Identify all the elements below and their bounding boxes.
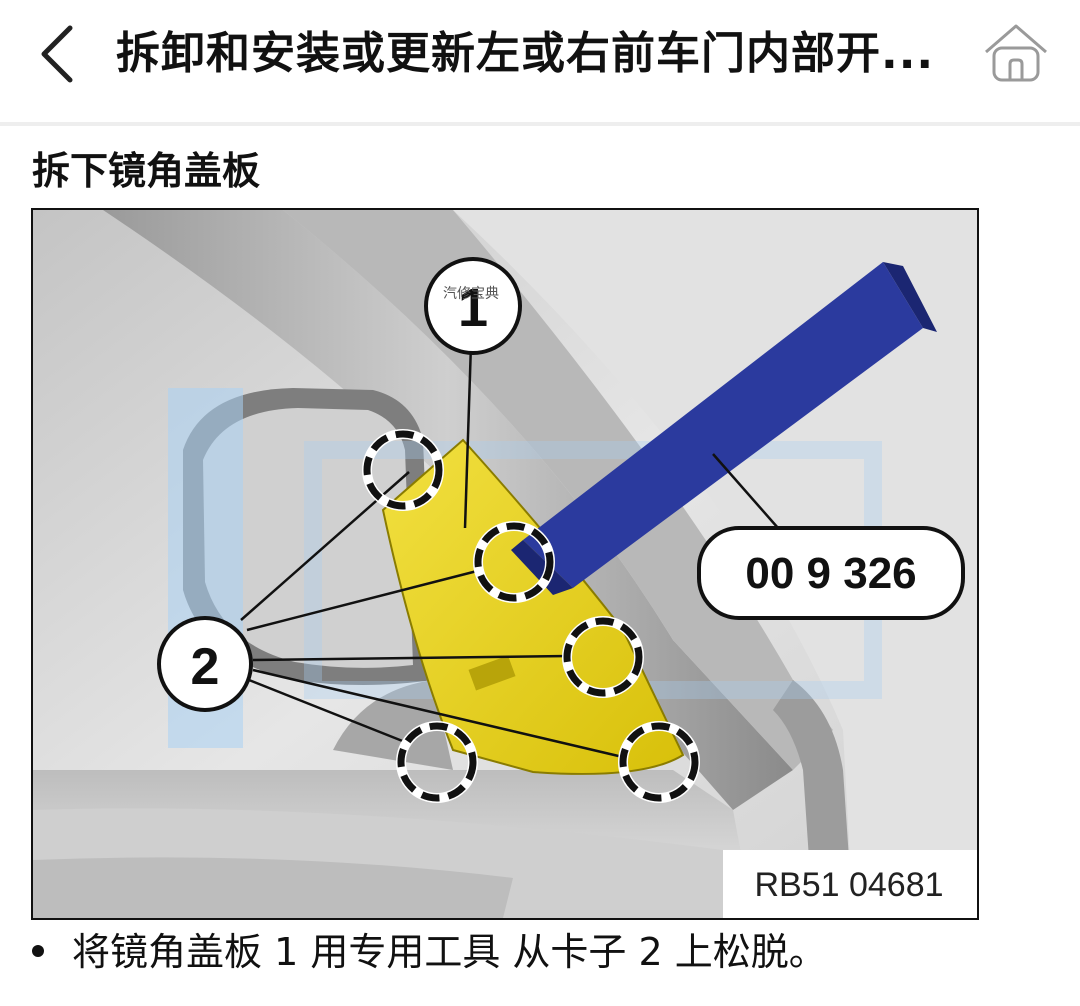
tool-number-label: 00 9 326 [745, 549, 916, 598]
leader-line-clip-e [252, 668, 628, 760]
home-icon [985, 24, 1047, 82]
leader-line-clip-d [248, 678, 406, 744]
mirror-glass [203, 408, 413, 668]
callout-2-circle [157, 616, 253, 712]
watermark-text: 汽修宝典 [443, 286, 499, 302]
special-tool-tip [511, 540, 573, 595]
tool-number-box [697, 526, 965, 620]
special-tool-edge [883, 262, 937, 332]
page-title: 拆卸和安装或更新左或右前车门内部开... [116, 28, 935, 79]
back-button[interactable] [28, 18, 92, 90]
chevron-left-icon [41, 25, 73, 83]
home-button[interactable] [980, 18, 1052, 90]
repair-illustration: 1 汽修宝典 2 00 9 326 RB51 04681 [31, 208, 979, 920]
reference-code: RB51 04681 [754, 866, 943, 904]
header-divider [0, 122, 1080, 126]
armrest [33, 857, 513, 918]
reference-code-box [723, 850, 977, 918]
instruction-item: 将镜角盖板 1 用专用工具 从卡子 2 上松脱。 [24, 924, 1064, 984]
cover-vent [468, 655, 516, 691]
leader-line-clip-b [246, 568, 482, 632]
leader-line-tool [712, 453, 779, 529]
window-frame [283, 210, 833, 770]
instruction-text: 将镜角盖板 1 用专用工具 从卡子 2 上松脱。 [72, 930, 827, 974]
outer-body [453, 210, 977, 918]
mirror-mount [333, 680, 453, 770]
illustration-canvas: 1 汽修宝典 2 00 9 326 RB51 04681 [33, 210, 977, 918]
callout-1-circle [424, 257, 522, 355]
bullet-dot [32, 944, 44, 957]
callout-2-label: 2 [191, 638, 220, 696]
clip-markers [362, 429, 700, 803]
special-tool [523, 262, 923, 588]
section-title: 拆下镜角盖板 [32, 149, 261, 193]
leader-line-clip-c [252, 654, 570, 662]
top-bar: 拆卸和安装或更新左或右前车门内部开... [0, 0, 1080, 110]
callout-1-label: 1 [458, 278, 488, 338]
leader-line-1 [463, 343, 473, 529]
